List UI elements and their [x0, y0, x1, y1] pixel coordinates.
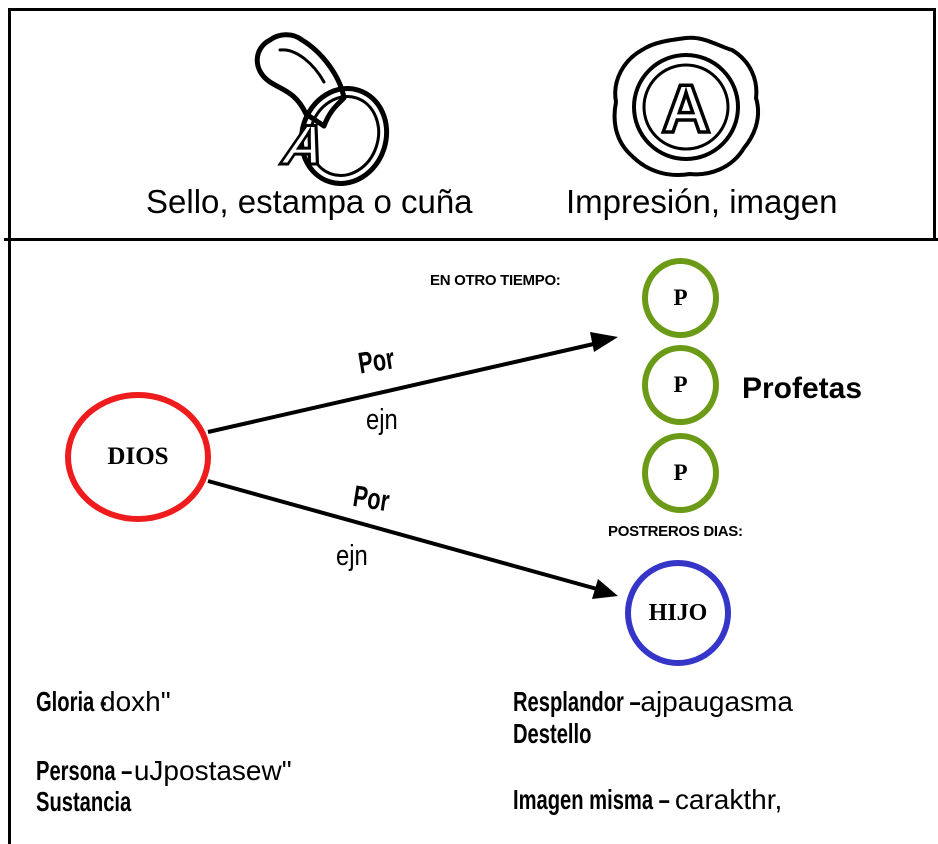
- prophet-node-3: P: [642, 433, 719, 513]
- top-panel-frame: [8, 8, 936, 238]
- dios-label: DIOS: [107, 443, 169, 470]
- arrow-to-son: [207, 479, 598, 591]
- prophet-node-1: P: [642, 258, 719, 338]
- hijo-label: HIJO: [648, 599, 708, 626]
- hijo-node: HIJO: [625, 560, 731, 666]
- arrow-to-prophets-head: [590, 332, 618, 352]
- stamp-illustration: A: [254, 32, 390, 186]
- seal-letter: A: [661, 71, 710, 147]
- left-border: [8, 240, 11, 844]
- persona-label: Persona –: [36, 755, 133, 786]
- sustancia-label: Sustancia: [36, 786, 132, 817]
- dios-node: DIOS: [65, 392, 211, 522]
- destello-term: Destello: [513, 718, 622, 750]
- persona-greek: uJpostasew": [133, 755, 292, 786]
- en-otro-tiempo-label: EN OTRO TIEMPO:: [430, 272, 561, 289]
- arrow-to-prophets: [207, 341, 599, 434]
- prophet-letter-3: P: [673, 460, 688, 485]
- prophet-node-2: P: [642, 345, 719, 425]
- seal-impression-illustration: A: [612, 35, 761, 177]
- upper-arrow-word: Por: [356, 342, 397, 381]
- resplandor-greek: ajpaugasma: [640, 686, 793, 717]
- imagen-greek: carakthr,: [674, 784, 783, 815]
- resplandor-term: Resplandor – ajpaugasma: [513, 686, 793, 718]
- gloria-label: Gloria -: [36, 686, 107, 717]
- panel-divider: [4, 238, 938, 241]
- prophet-letter-2: P: [673, 372, 688, 397]
- prophets-label: Profetas: [742, 372, 863, 405]
- arrow-to-son-head: [592, 579, 618, 599]
- lower-arrow-word: Por: [350, 480, 392, 519]
- stamp-caption: Sello, estampa o cuña: [146, 183, 473, 220]
- prophet-letter-1: P: [673, 285, 688, 310]
- postreros-dias-label: POSTREROS DIAS:: [608, 523, 743, 540]
- impression-caption: Impresión, imagen: [566, 183, 838, 220]
- imagen-term: Imagen misma – carakthr,: [513, 784, 782, 816]
- resplandor-label: Resplandor –: [513, 686, 641, 717]
- lower-arrow-greek: ejn: [336, 540, 368, 572]
- gloria-greek: doxh": [100, 686, 171, 717]
- upper-arrow-greek: ejn: [366, 404, 398, 436]
- persona-term: Persona – uJpostasew": [36, 755, 292, 787]
- sustancia-term: Sustancia: [36, 786, 168, 818]
- gloria-term: Gloria - doxh": [36, 686, 171, 718]
- imagen-label: Imagen misma –: [513, 784, 670, 815]
- destello-label: Destello: [513, 718, 592, 749]
